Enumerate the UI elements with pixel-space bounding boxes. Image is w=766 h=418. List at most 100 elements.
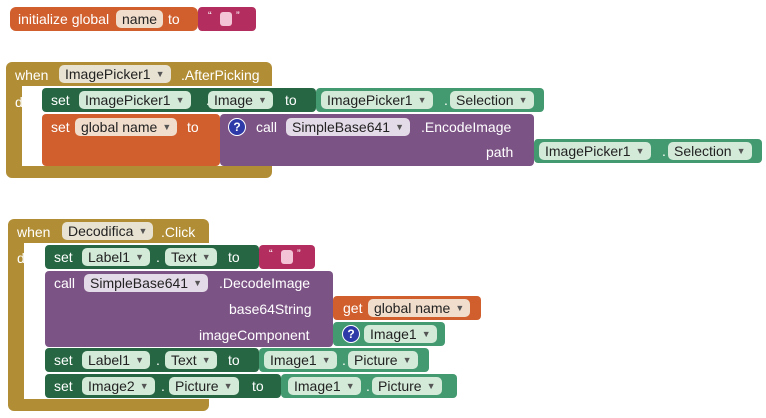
- getter-property-dropdown[interactable]: Selection▼: [450, 91, 534, 109]
- getter-property-value: Selection: [456, 92, 514, 108]
- event-name-label: .Click: [161, 224, 196, 240]
- component-value: Image1: [370, 326, 417, 342]
- getter-property-dropdown[interactable]: Picture ▼: [348, 351, 418, 369]
- component-dropdown[interactable]: Image1 ▼: [364, 325, 437, 343]
- dropdown-arrow-icon: ▼: [402, 355, 412, 365]
- event-component-value: Decodifica: [68, 223, 134, 239]
- to-label: to: [285, 92, 297, 108]
- getter-path-block[interactable]: ImagePicker1▼ . Selection▼: [534, 139, 762, 163]
- dropdown-arrow-icon: ▼: [175, 95, 185, 105]
- quote-close: ”: [297, 248, 301, 260]
- dropdown-arrow-icon: ▼: [635, 146, 645, 156]
- setter-property-value: Text: [171, 249, 197, 265]
- set-label: set: [51, 92, 70, 108]
- call-decodeimage-block[interactable]: call SimpleBase641▼ .DecodeImage base64S…: [45, 271, 333, 347]
- dropdown-arrow-icon: ▼: [155, 69, 165, 79]
- call-encodeimage-block[interactable]: ? call SimpleBase641▼ .EncodeImage path: [220, 114, 534, 166]
- dropdown-arrow-icon: ▼: [421, 329, 431, 339]
- getter-image1-picture-block[interactable]: Image1▼ . Picture▼: [259, 348, 429, 372]
- set-imagepicker-image-block[interactable]: set ImagePicker1▼ . Image▼ to: [42, 88, 316, 112]
- setter-property-dropdown[interactable]: Image ▼: [208, 91, 273, 109]
- set-global-name-block[interactable]: set global name▼ to: [42, 114, 220, 166]
- dot-label: .: [444, 92, 448, 108]
- setter-component-dropdown[interactable]: Image2 ▼: [82, 377, 155, 395]
- getter-property-value: Selection: [674, 143, 732, 159]
- getter-property-value: Picture: [354, 352, 398, 368]
- dropdown-arrow-icon: ▼: [258, 95, 267, 105]
- info-icon[interactable]: ?: [228, 118, 246, 136]
- param-path-label: path: [486, 144, 514, 160]
- get-global-name-block[interactable]: get global name▼: [333, 296, 481, 320]
- event-component-dropdown[interactable]: ImagePicker1 ▼: [59, 65, 171, 83]
- dot-label: .: [156, 352, 160, 368]
- dropdown-arrow-icon: ▼: [345, 381, 355, 391]
- getter-component-value: Image1: [294, 378, 341, 394]
- getter-component-value: ImagePicker1: [545, 143, 631, 159]
- getter-property-value: Picture: [378, 378, 422, 394]
- setter-component-value: Image2: [88, 378, 135, 394]
- dropdown-arrow-icon: ▼: [426, 381, 436, 391]
- initialize-global-block[interactable]: initialize global name to: [10, 7, 198, 31]
- setter-component-value: Label1: [88, 352, 131, 368]
- global-name-field[interactable]: name: [116, 10, 164, 28]
- text-string-block[interactable]: “ ”: [259, 245, 315, 269]
- call-component-dropdown[interactable]: SimpleBase641▼: [286, 118, 411, 136]
- to-label: to: [228, 352, 240, 368]
- dropdown-arrow-icon: ▼: [162, 122, 172, 132]
- quote-close: ”: [236, 10, 240, 22]
- setter-property-dropdown[interactable]: Text▼: [165, 351, 217, 369]
- set-label1-text-picture-block[interactable]: set Label1▼ . Text▼ to: [45, 348, 259, 372]
- param-imagecomponent-label: imageComponent: [199, 327, 310, 343]
- set-image2-picture-block[interactable]: set Image2▼ . Picture▼ to: [45, 374, 281, 398]
- getter-component-value: ImagePicker1: [327, 92, 413, 108]
- info-icon[interactable]: ?: [342, 325, 360, 343]
- getter-component-dropdown[interactable]: Image1 ▼: [288, 377, 361, 395]
- string-value-field[interactable]: [220, 12, 232, 26]
- setter-property-value: Picture: [175, 378, 219, 394]
- setter-property-dropdown[interactable]: Text ▼: [165, 248, 217, 266]
- dropdown-arrow-icon: ▼: [223, 381, 233, 391]
- dropdown-arrow-icon: ▼: [139, 381, 149, 391]
- setter-property-dropdown[interactable]: Picture ▼: [169, 377, 239, 395]
- setter-component-value: Label1: [88, 249, 131, 265]
- getter-component-dropdown[interactable]: ImagePicker1▼: [321, 91, 433, 109]
- setter-component-value: ImagePicker1: [85, 92, 171, 108]
- dot-label: .: [366, 378, 370, 394]
- global-var-dropdown[interactable]: global name▼: [75, 118, 178, 136]
- getter-component-dropdown[interactable]: Image1▼: [264, 351, 337, 369]
- dropdown-arrow-icon: ▼: [201, 252, 211, 262]
- call-component-value: SimpleBase641: [90, 275, 189, 291]
- getter-component-value: Image1: [270, 352, 317, 368]
- getter-image1-picture-block-2[interactable]: Image1 ▼ . Picture ▼: [281, 374, 457, 398]
- string-value-field[interactable]: [281, 250, 293, 264]
- when-label: when: [15, 67, 49, 83]
- dropdown-arrow-icon: ▼: [138, 226, 148, 236]
- event-component-value: ImagePicker1: [65, 66, 151, 82]
- getter-property-dropdown[interactable]: Selection▼: [668, 142, 752, 160]
- set-label: set: [54, 249, 73, 265]
- image1-component-block[interactable]: ? Image1 ▼: [333, 322, 445, 346]
- text-string-block[interactable]: “ ”: [198, 7, 256, 31]
- to-label: to: [228, 249, 240, 265]
- to-label: to: [168, 11, 180, 27]
- event-component-dropdown[interactable]: Decodifica ▼: [62, 222, 154, 240]
- setter-property-value: Image: [214, 92, 253, 108]
- getter-property-dropdown[interactable]: Picture ▼: [372, 377, 442, 395]
- setter-component-dropdown[interactable]: ImagePicker1 ▼: [79, 91, 191, 109]
- dropdown-arrow-icon: ▼: [135, 355, 145, 365]
- dropdown-arrow-icon: ▼: [201, 355, 211, 365]
- set-label: set: [51, 119, 70, 135]
- call-component-dropdown[interactable]: SimpleBase641▼: [84, 274, 209, 292]
- quote-open: “: [269, 248, 273, 260]
- getter-imagepicker-selection-block[interactable]: ImagePicker1▼ . Selection▼: [316, 88, 544, 112]
- get-label: get: [343, 300, 363, 316]
- getter-component-dropdown[interactable]: ImagePicker1 ▼: [539, 142, 651, 160]
- dot-label: .: [156, 249, 160, 265]
- setter-component-dropdown[interactable]: Label1 ▼: [82, 351, 151, 369]
- global-var-dropdown[interactable]: global name▼: [368, 299, 471, 317]
- to-label: to: [187, 119, 199, 135]
- set-label1-text-block[interactable]: set Label1▼ . Text ▼ to: [45, 245, 259, 269]
- quote-open: “: [208, 10, 212, 22]
- setter-component-dropdown[interactable]: Label1▼: [82, 248, 151, 266]
- global-var-value: global name: [374, 300, 451, 316]
